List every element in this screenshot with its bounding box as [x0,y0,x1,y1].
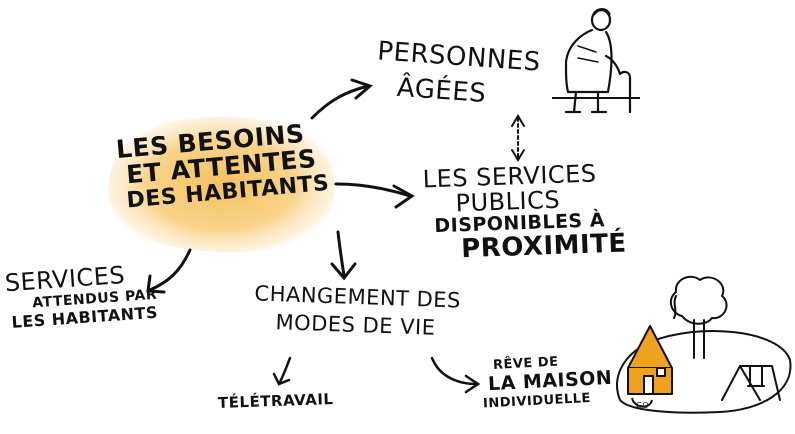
double-arrow-elderly-services [511,114,525,162]
house-icon: GO [627,325,673,410]
public-services-line4: PROXIMITÉ [460,228,628,265]
elderly-person-icon [564,8,632,114]
elderly-topic: PERSONNES ÂGÉES [374,36,541,112]
house-dream-topic: RÊVE DE LA MAISON INDIVIDUELLE [483,353,614,412]
expected-services-topic: SERVICES ATTENDUS PAR LES HABITANTS [4,261,159,332]
arrow-to-remote-work [272,356,292,386]
arrow-to-expected-services [146,248,192,294]
arrow-to-elderly [310,78,373,120]
arrow-to-lifestyle [330,230,357,281]
lifestyle-topic: CHANGEMENT DES MODES DE VIE [253,281,462,339]
public-services-topic: LES SERVICES PUBLICS DISPONIBLES À PROXI… [422,159,628,266]
arrow-to-public-services [334,182,415,209]
lifestyle-line1: CHANGEMENT DES [254,281,462,313]
center-highlight [108,117,335,253]
arrow-to-house-dream [430,356,481,394]
tree-icon [669,275,728,359]
swing-icon [721,365,781,401]
svg-text:GO: GO [636,401,649,410]
